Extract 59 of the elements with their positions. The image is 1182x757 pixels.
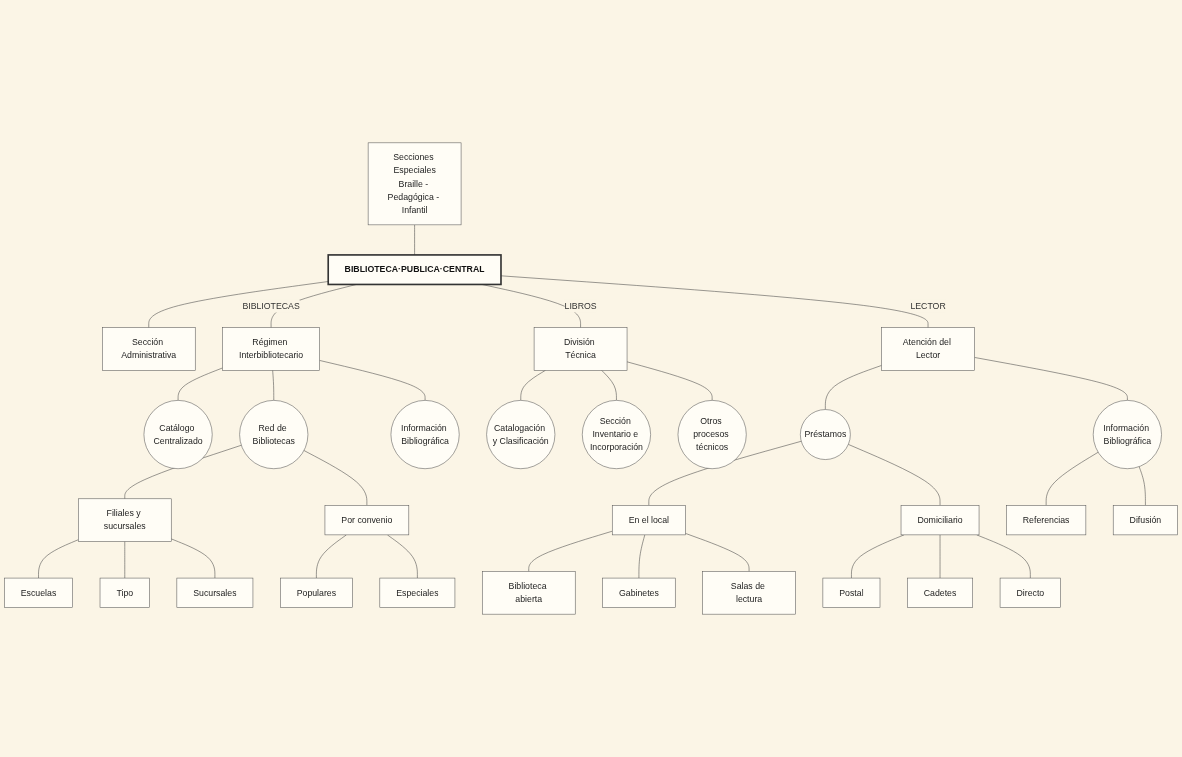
node-circle: Catálogo Centralizado (143, 400, 213, 469)
node-box: Escuelas (4, 577, 73, 608)
connector (387, 534, 418, 579)
connector (1045, 451, 1099, 506)
node-circle: Préstamos (800, 409, 851, 460)
node-box: Filiales y sucursales (78, 498, 172, 542)
connector (520, 370, 546, 401)
node-box: Biblioteca abierta (482, 571, 576, 615)
connector (170, 538, 216, 579)
node-circle: Sección Inventario e Incorporación (582, 400, 651, 469)
node-box: BIBLIOTECA·PUBLICA·CENTRAL (327, 254, 502, 286)
connector (638, 534, 646, 579)
node-box: Gabinetes (602, 577, 676, 608)
connector (626, 361, 713, 401)
node-circle: Información Bibliográfica (390, 400, 460, 469)
node-box: Atención del Lector (881, 327, 975, 371)
node-box: Salas de lectura (702, 571, 796, 615)
edge-label: LECTOR (910, 301, 946, 311)
node-box: Sucursales (176, 577, 254, 608)
node-box: Directo (999, 577, 1061, 608)
node-box: Tipo (99, 577, 150, 608)
node-box: Referencias (1006, 505, 1087, 536)
node-circle: Catalogación y Clasificación (486, 400, 556, 469)
connector (974, 357, 1128, 401)
connector (976, 534, 1031, 579)
node-circle: Otros procesos técnicos (677, 400, 747, 469)
connector (528, 530, 613, 572)
edge-label: BIBLIOTECAS (242, 301, 300, 311)
node-box: Por convenio (324, 505, 410, 536)
node-box: Cadetes (907, 577, 973, 608)
connector (319, 360, 426, 401)
connector (851, 534, 905, 579)
node-box: En el local (611, 505, 686, 536)
connector (848, 444, 941, 506)
node-box: División Técnica (533, 327, 628, 371)
connector (303, 450, 368, 506)
connector (685, 533, 750, 572)
connector (38, 539, 79, 579)
connector (124, 541, 126, 579)
connector (316, 534, 347, 579)
connector (500, 275, 929, 328)
node-box: Postal (822, 577, 881, 608)
connector (414, 224, 415, 256)
node-circle: Red de Bibliotecas (239, 400, 309, 469)
node-box: Régimen Interbibliotecario (222, 327, 320, 371)
connector (177, 367, 223, 401)
node-box: Especiales (379, 577, 456, 608)
node-box: Sección Administrativa (102, 327, 196, 371)
connector (272, 370, 275, 401)
node-box: Populares (280, 577, 353, 608)
node-box: Domiciliario (900, 505, 980, 536)
edge-label: LIBROS (564, 301, 597, 311)
node-circle: Información Bibliográfica (1092, 400, 1162, 469)
node-box: Difusión (1112, 505, 1178, 536)
node-box: Secciones Especiales Braille - Pedagógica - Infantil (367, 142, 462, 226)
connector (601, 370, 617, 401)
connector (1138, 466, 1146, 506)
connector (148, 281, 329, 328)
connector (825, 365, 882, 410)
